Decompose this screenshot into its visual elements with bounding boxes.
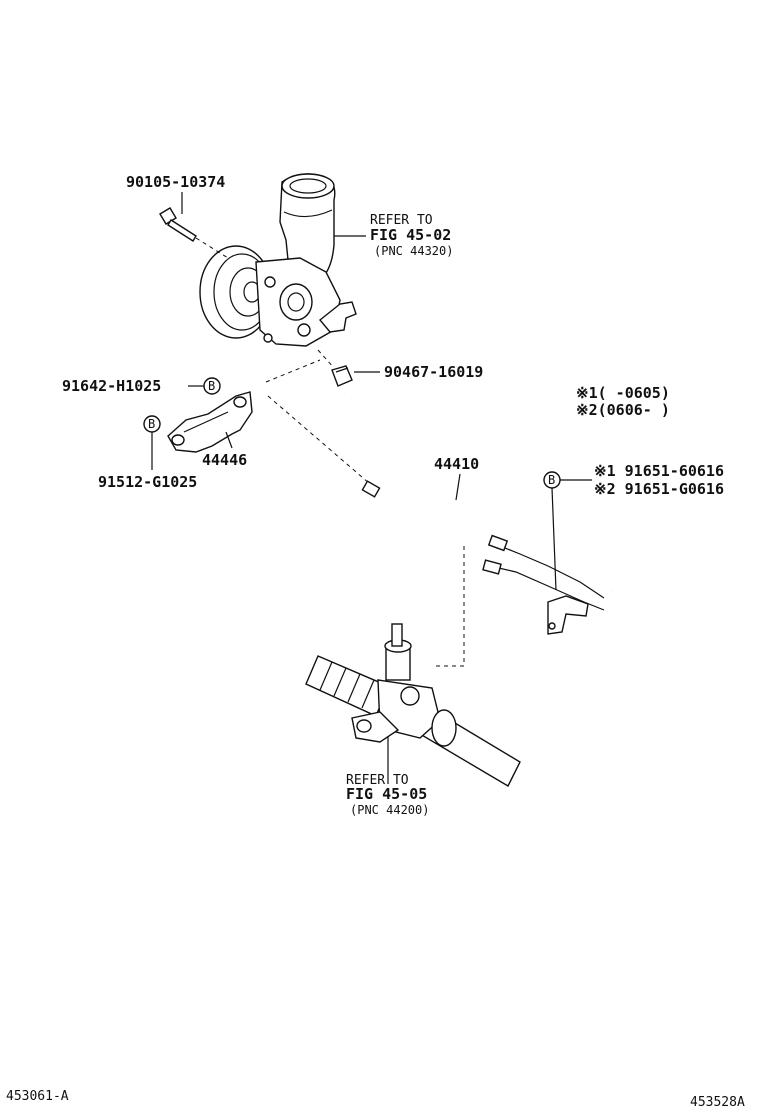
grommet-illustration	[331, 365, 353, 387]
bracket-bolt-bottom-part-number: 91512-G1025	[98, 473, 197, 491]
hose-assembly-part-number: 44410	[434, 455, 479, 473]
applicability-note-2: ※2(0606- )	[576, 401, 670, 419]
marker-b-clamp: B	[548, 473, 555, 487]
refer-to-gear-line2: FIG 45-05	[346, 785, 427, 803]
footer-right-code: 453528A	[690, 1095, 745, 1110]
bolt-type-b-marker-top	[203, 377, 221, 395]
marker-b-bottom: B	[148, 417, 155, 431]
refer-to-pump-line1: REFER TO	[370, 213, 433, 228]
bolt-part-number: 90105-10374	[126, 173, 225, 191]
refer-to-gear-line3: (PNC 44200)	[350, 803, 429, 817]
power-steering-pump-illustration	[199, 173, 357, 347]
bracket-illustration	[167, 391, 253, 453]
bracket-bolt-top-part-number: 91642-H1025	[62, 377, 161, 395]
refer-to-pump-line3: (PNC 44320)	[374, 244, 453, 258]
bracket-part-number: 44446	[202, 451, 247, 469]
marker-b-top: B	[208, 379, 215, 393]
pressure-hose-assembly-illustration	[342, 392, 626, 635]
steering-gear-illustration	[305, 623, 521, 787]
grommet-part-number: 90467-16019	[384, 363, 483, 381]
applicability-note-1: ※1( -0605)	[576, 384, 670, 402]
refer-to-gear-line1: REFER TO	[346, 773, 409, 788]
clamp-part-number-1: ※1 91651-60616	[594, 462, 724, 480]
refer-to-pump-line2: FIG 45-02	[370, 226, 451, 244]
pump-bolt-illustration	[159, 207, 229, 259]
footer-left-code: 453061-A	[6, 1089, 69, 1104]
clamp-part-number-2: ※2 91651-G0616	[594, 480, 724, 498]
